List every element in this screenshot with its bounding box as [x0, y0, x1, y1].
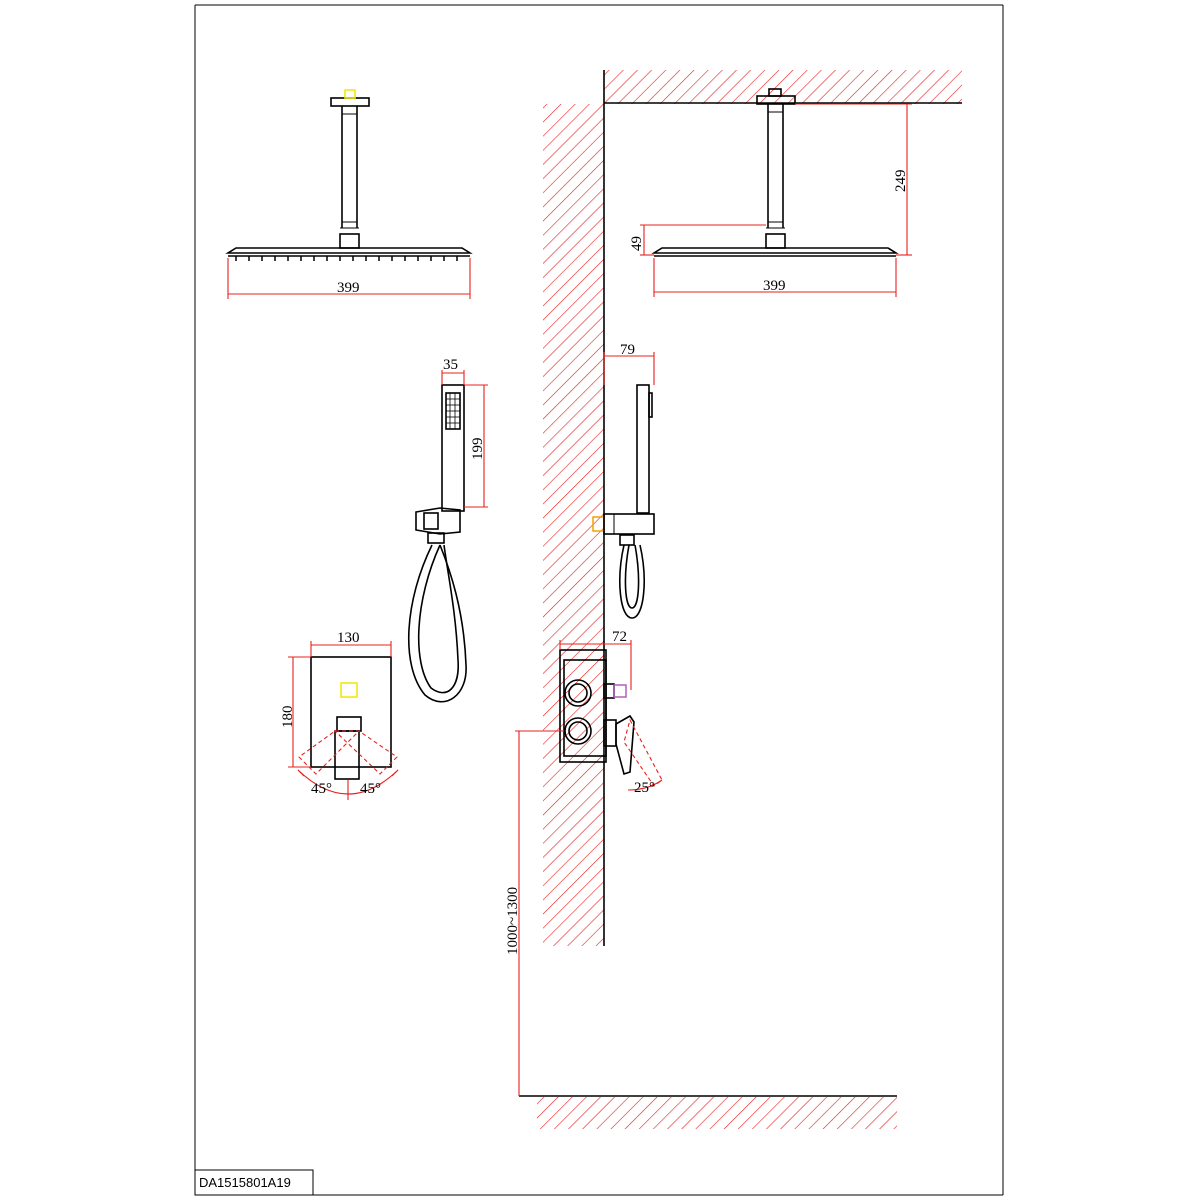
- lever-swing: [623, 718, 663, 787]
- label-head-thickness: 49: [629, 236, 645, 251]
- side-hose-outer: [619, 544, 645, 619]
- side-shower-head: [651, 247, 899, 254]
- side-valve: 25° 72 1000~1300: [505, 629, 663, 1096]
- side-lever: [615, 714, 635, 776]
- front-mixer-plate: 45° 45° 130 180: [280, 630, 399, 800]
- side-walls: [519, 70, 962, 1129]
- label-angle-lever: 25°: [634, 780, 655, 796]
- dim-head-width-side: 399: [653, 258, 897, 297]
- nozzle-row: [235, 256, 458, 261]
- ceiling-hatch: [604, 70, 962, 104]
- label-handshower-width: 35: [443, 357, 458, 373]
- handshower-body: [441, 384, 465, 512]
- drawing-code: DA1515801A19: [199, 1175, 291, 1190]
- wall-hatch: [543, 104, 604, 946]
- valve-outlet-bottom: [564, 717, 592, 745]
- dim-plate-width: 130: [310, 630, 392, 657]
- arm-connector: [339, 233, 360, 249]
- lever-base: [336, 716, 362, 732]
- dim-valve-height: 1000~1300: [505, 730, 564, 1096]
- side-handshower-body: [636, 384, 650, 514]
- hose-inner: [417, 544, 459, 694]
- label-valve-depth: 72: [612, 629, 627, 645]
- floor-hatch: [537, 1097, 897, 1129]
- side-rain-shower: 399 249 49: [629, 88, 912, 297]
- mixer-lever: [334, 730, 360, 780]
- title-block: DA1515801A19: [194, 1169, 314, 1196]
- shower-head: [225, 247, 473, 254]
- front-rain-shower: 399: [225, 89, 473, 299]
- label-plate-height: 180: [280, 706, 296, 729]
- trim-plate: [310, 656, 392, 768]
- dim-handshower-width: 35: [441, 357, 465, 385]
- valve-outlet-top: [564, 679, 592, 707]
- label-valve-height: 1000~1300: [505, 887, 521, 955]
- side-hose-connector: [619, 534, 635, 546]
- valve-body: [563, 659, 607, 757]
- hose-outer: [407, 544, 467, 703]
- flange-marker: [344, 89, 356, 99]
- front-hand-shower: 35 199: [407, 357, 488, 703]
- label-handshower-length: 199: [470, 438, 486, 461]
- side-hand-shower: 79: [592, 342, 655, 619]
- lever-arc: [627, 779, 663, 791]
- lever-swing-right: [333, 730, 398, 775]
- side-hose-inner: [624, 544, 640, 609]
- dim-plate-height: 180: [280, 656, 311, 768]
- hose-connector: [427, 532, 445, 544]
- label-arm-drop: 249: [893, 170, 909, 193]
- side-holder: [603, 513, 655, 535]
- dim-head-thickness: 49: [629, 224, 766, 256]
- label-angle-right: 45°: [360, 781, 381, 797]
- handshower-holder: [415, 507, 461, 535]
- label-handshower-projection: 79: [620, 342, 635, 358]
- dim-head-width-front: 399: [227, 258, 471, 299]
- dim-valve-depth: 72: [559, 629, 632, 690]
- dim-arm-drop: 249: [795, 103, 912, 256]
- dim-handshower-projection: 79: [603, 342, 655, 385]
- label-angle-left: 45°: [311, 781, 332, 797]
- side-arm-connector: [765, 233, 786, 249]
- diverter-knob-marker: [613, 684, 627, 698]
- dim-handshower-length: 199: [464, 384, 488, 508]
- ceiling-flange: [330, 97, 370, 107]
- label-head-width-side: 399: [763, 278, 786, 294]
- label-plate-width: 130: [337, 630, 360, 646]
- diverter-marker: [340, 682, 358, 698]
- label-head-width-front: 399: [337, 280, 360, 296]
